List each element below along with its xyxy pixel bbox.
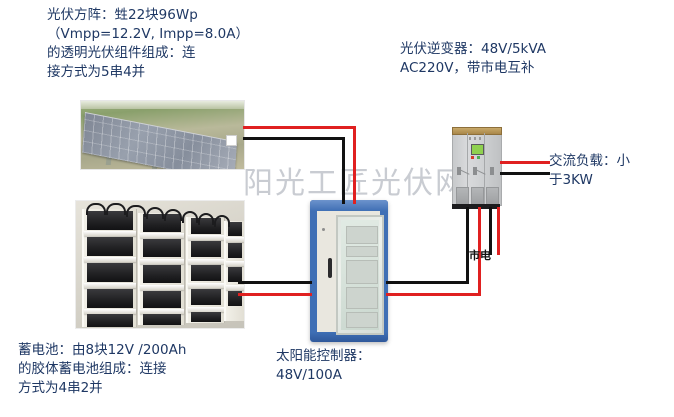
battery-interconnect-cable	[182, 211, 198, 223]
controller-internal-module	[346, 246, 378, 257]
inverter-panel-seam	[484, 133, 485, 204]
inverter-start-button[interactable]	[477, 156, 480, 159]
inverter-stop-button[interactable]	[471, 156, 474, 159]
battery-shelf	[188, 307, 224, 312]
battery-cell	[87, 237, 133, 256]
controller-internal-module	[346, 312, 378, 328]
controller-internal-module	[346, 260, 378, 284]
battery-interconnect-cable	[146, 207, 164, 219]
battery-shelf	[188, 259, 224, 264]
battery-interconnect-cable	[126, 205, 146, 217]
battery-shelf	[140, 233, 184, 238]
inverter-panel-seam	[467, 133, 468, 204]
battery-cell	[228, 243, 242, 258]
wire-ac-load-positive	[500, 161, 550, 164]
battery-cell	[191, 265, 221, 281]
inverter-vent-panel	[486, 187, 499, 205]
wire-pv-negative-horizontal	[243, 137, 345, 140]
pv-junction-box	[226, 135, 237, 146]
controller-door-glass	[341, 220, 379, 330]
controller-glass-door[interactable]	[336, 215, 384, 335]
inverter-base	[452, 204, 500, 209]
battery-shelf	[84, 283, 136, 288]
battery-shelf	[84, 257, 136, 262]
controller-top-cap	[310, 200, 388, 211]
pv-array-label: 光伏方阵：甡22块96Wp （Vmpp=12.2V, Impp=8.0A） 的透…	[47, 7, 249, 80]
battery-interconnect-cable	[164, 209, 182, 221]
battery-shelf	[140, 309, 184, 314]
controller-label: 太阳能控制器： 48V/100A	[276, 348, 371, 383]
wire-utility-grid-negative	[489, 207, 492, 255]
battery-shelf	[188, 235, 224, 240]
wire-pv-positive-horizontal	[243, 126, 356, 129]
utility-grid-label: 市电	[469, 249, 491, 262]
battery-shelf	[226, 261, 244, 266]
battery-cell	[228, 222, 242, 236]
wire-controller-inverter-negative-horizontal	[386, 281, 469, 284]
battery-interconnect-cable	[198, 213, 214, 225]
battery-cell	[191, 241, 221, 257]
battery-rack	[82, 209, 137, 327]
wire-controller-inverter-negative-vertical	[466, 207, 469, 283]
inverter-display-screen	[471, 144, 484, 155]
controller-internal-module	[346, 226, 378, 244]
wire-pv-positive-vertical	[353, 126, 356, 204]
wire-battery-positive	[238, 293, 312, 296]
battery-shelf	[84, 309, 136, 314]
battery-cell	[143, 291, 181, 308]
wire-battery-negative	[238, 281, 312, 284]
inverter-top-trim	[452, 127, 502, 135]
battery-cell	[143, 239, 181, 257]
battery-cell	[143, 265, 181, 283]
inverter-bracket	[490, 167, 494, 175]
battery-shelf	[140, 259, 184, 264]
battery-shelf	[226, 285, 244, 290]
ac-load-label: 交流负载：小 于3KW	[549, 153, 630, 188]
controller-door-handle[interactable]	[328, 258, 332, 278]
battery-cell	[87, 211, 133, 230]
wire-pv-negative-vertical	[342, 137, 345, 204]
battery-shelf	[188, 283, 224, 288]
battery-cell	[191, 289, 221, 305]
wire-utility-grid-positive	[497, 207, 500, 255]
battery-interconnect-cable	[106, 203, 126, 215]
inverter-vent-panel	[456, 187, 469, 205]
wire-controller-inverter-positive-horizontal	[386, 293, 481, 296]
inverter-label: 光伏逆变器：48V/5kVA AC220V，带市电互补	[400, 41, 546, 76]
battery-cell	[87, 263, 133, 282]
solar-controller-cabinet	[310, 200, 388, 342]
battery-cell	[87, 289, 133, 308]
battery-rack	[186, 217, 225, 323]
battery-interconnect-cable	[86, 203, 106, 215]
controller-bottom-cap	[310, 332, 388, 342]
pv-photo-sky	[81, 101, 244, 110]
battery-rack	[224, 221, 244, 321]
battery-shelf	[84, 231, 136, 236]
battery-cell	[87, 314, 133, 327]
pv-inverter-cabinet	[452, 127, 502, 209]
battery-rack	[138, 213, 185, 325]
wire-ac-load-negative	[500, 172, 550, 175]
inverter-bracket	[457, 167, 461, 175]
battery-label: 蓄电池：由8块12V /200Ah 的胶体蓄电池组成：连接 方式为4串2并	[18, 342, 187, 396]
battery-shelf	[140, 285, 184, 290]
battery-cell	[191, 312, 221, 322]
inverter-vent-panel	[471, 187, 484, 205]
controller-internal-module	[346, 287, 378, 309]
battery-bank-photo	[75, 200, 245, 329]
inverter-indicator-leds	[469, 137, 484, 140]
pv-array-photo	[80, 100, 245, 170]
battery-cell	[228, 267, 242, 282]
battery-interconnect-cable	[214, 215, 230, 227]
battery-cell	[143, 314, 181, 325]
battery-shelf	[226, 237, 244, 242]
controller-lock	[322, 228, 325, 231]
wire-controller-inverter-positive-vertical	[478, 207, 481, 295]
inverter-bracket	[473, 167, 477, 175]
